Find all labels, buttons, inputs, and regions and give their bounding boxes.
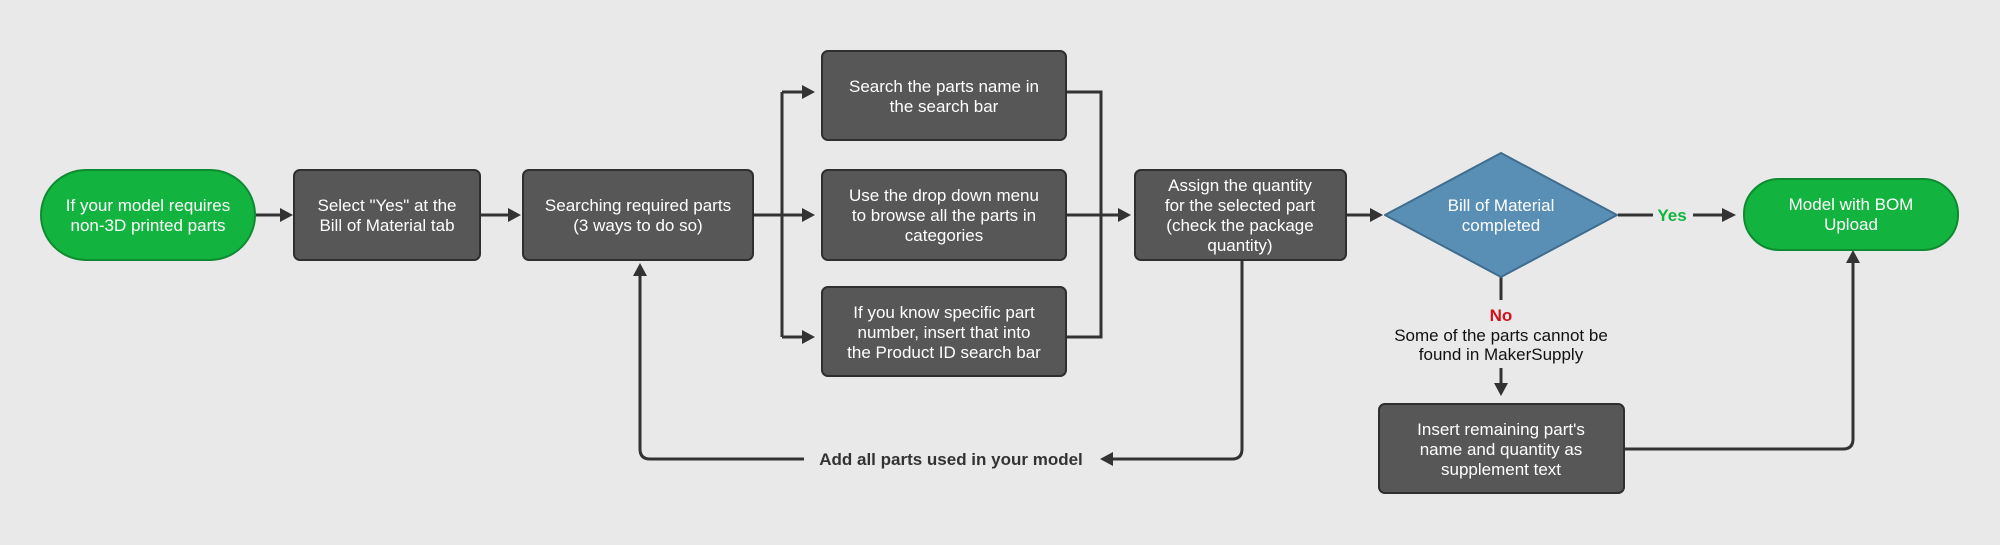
connectors — [256, 85, 1860, 466]
arrowhead-select — [280, 208, 293, 222]
arrowhead-loop-label — [1100, 452, 1113, 466]
decision-node: Bill of Material completed — [1384, 152, 1618, 278]
end-node: Model with BOM Upload — [1743, 178, 1959, 251]
assign-qty-line-1: Assign the quantity — [1168, 176, 1312, 195]
decision-line-2: completed — [1462, 216, 1540, 235]
arrowhead-dropdown — [802, 208, 815, 222]
arrowhead-insert-remaining — [1494, 383, 1508, 396]
start-node: If your model requires non-3D printed pa… — [40, 169, 256, 261]
dropdown-line-2: to browse all the parts in — [852, 206, 1036, 225]
arrowhead-searching-bottom — [633, 263, 647, 276]
connector-searching-branch — [754, 92, 784, 337]
insert-remaining-line-1: Insert remaining part's — [1417, 420, 1585, 439]
arrowhead-assign — [1118, 208, 1131, 222]
loop-back-label: Add all parts used in your model — [819, 450, 1083, 469]
no-label: No — [1490, 306, 1513, 325]
searching-line-2: (3 ways to do so) — [573, 216, 702, 235]
insert-remaining-node: Insert remaining part's name and quantit… — [1378, 403, 1625, 494]
start-node-line-1: If your model requires — [66, 196, 230, 215]
arrowhead-searching — [508, 208, 521, 222]
connector-loop-back — [638, 276, 804, 461]
part-number-line-3: the Product ID search bar — [847, 343, 1041, 362]
part-number-line-1: If you know specific part — [853, 303, 1035, 322]
arrowhead-end-bottom — [1846, 250, 1860, 263]
select-yes-node: Select "Yes" at the Bill of Material tab — [293, 169, 481, 261]
connector-insert-to-end — [1625, 263, 1855, 451]
arrowhead-decision — [1370, 208, 1383, 222]
searching-line-1: Searching required parts — [545, 196, 731, 215]
yes-label: Yes — [1657, 206, 1686, 225]
search-name-node: Search the parts name in the search bar — [821, 50, 1067, 141]
searching-node: Searching required parts (3 ways to do s… — [522, 169, 754, 261]
assign-qty-line-3: (check the package — [1166, 216, 1313, 235]
connector-merge — [1067, 90, 1118, 339]
search-name-line-1: Search the parts name in — [849, 77, 1039, 96]
decision-line-1: Bill of Material — [1448, 196, 1555, 215]
dropdown-line-3: categories — [905, 226, 983, 245]
insert-remaining-line-2: name and quantity as — [1420, 440, 1583, 459]
search-name-line-2: the search bar — [890, 97, 999, 116]
assign-qty-line-2: for the selected part — [1165, 196, 1316, 215]
select-yes-line-1: Select "Yes" at the — [317, 196, 456, 215]
select-yes-line-2: Bill of Material tab — [319, 216, 454, 235]
part-number-line-2: number, insert that into — [858, 323, 1031, 342]
no-note-line-1: Some of the parts cannot be — [1394, 326, 1608, 345]
arrowhead-part-number — [802, 330, 815, 344]
start-node-line-2: non-3D printed parts — [71, 216, 226, 235]
dropdown-node: Use the drop down menu to browse all the… — [821, 169, 1067, 261]
end-node-line-1: Model with BOM — [1789, 195, 1914, 214]
connector-assign-down — [1113, 260, 1244, 461]
end-node-line-2: Upload — [1824, 215, 1878, 234]
insert-remaining-line-3: supplement text — [1441, 460, 1561, 479]
no-note-line-2: found in MakerSupply — [1419, 345, 1584, 364]
dropdown-line-1: Use the drop down menu — [849, 186, 1039, 205]
assign-qty-node: Assign the quantity for the selected par… — [1134, 169, 1347, 261]
part-number-node: If you know specific part number, insert… — [821, 286, 1067, 377]
assign-qty-line-4: quantity) — [1207, 236, 1272, 255]
arrowhead-end — [1722, 208, 1736, 222]
arrowhead-search-name — [802, 85, 815, 99]
